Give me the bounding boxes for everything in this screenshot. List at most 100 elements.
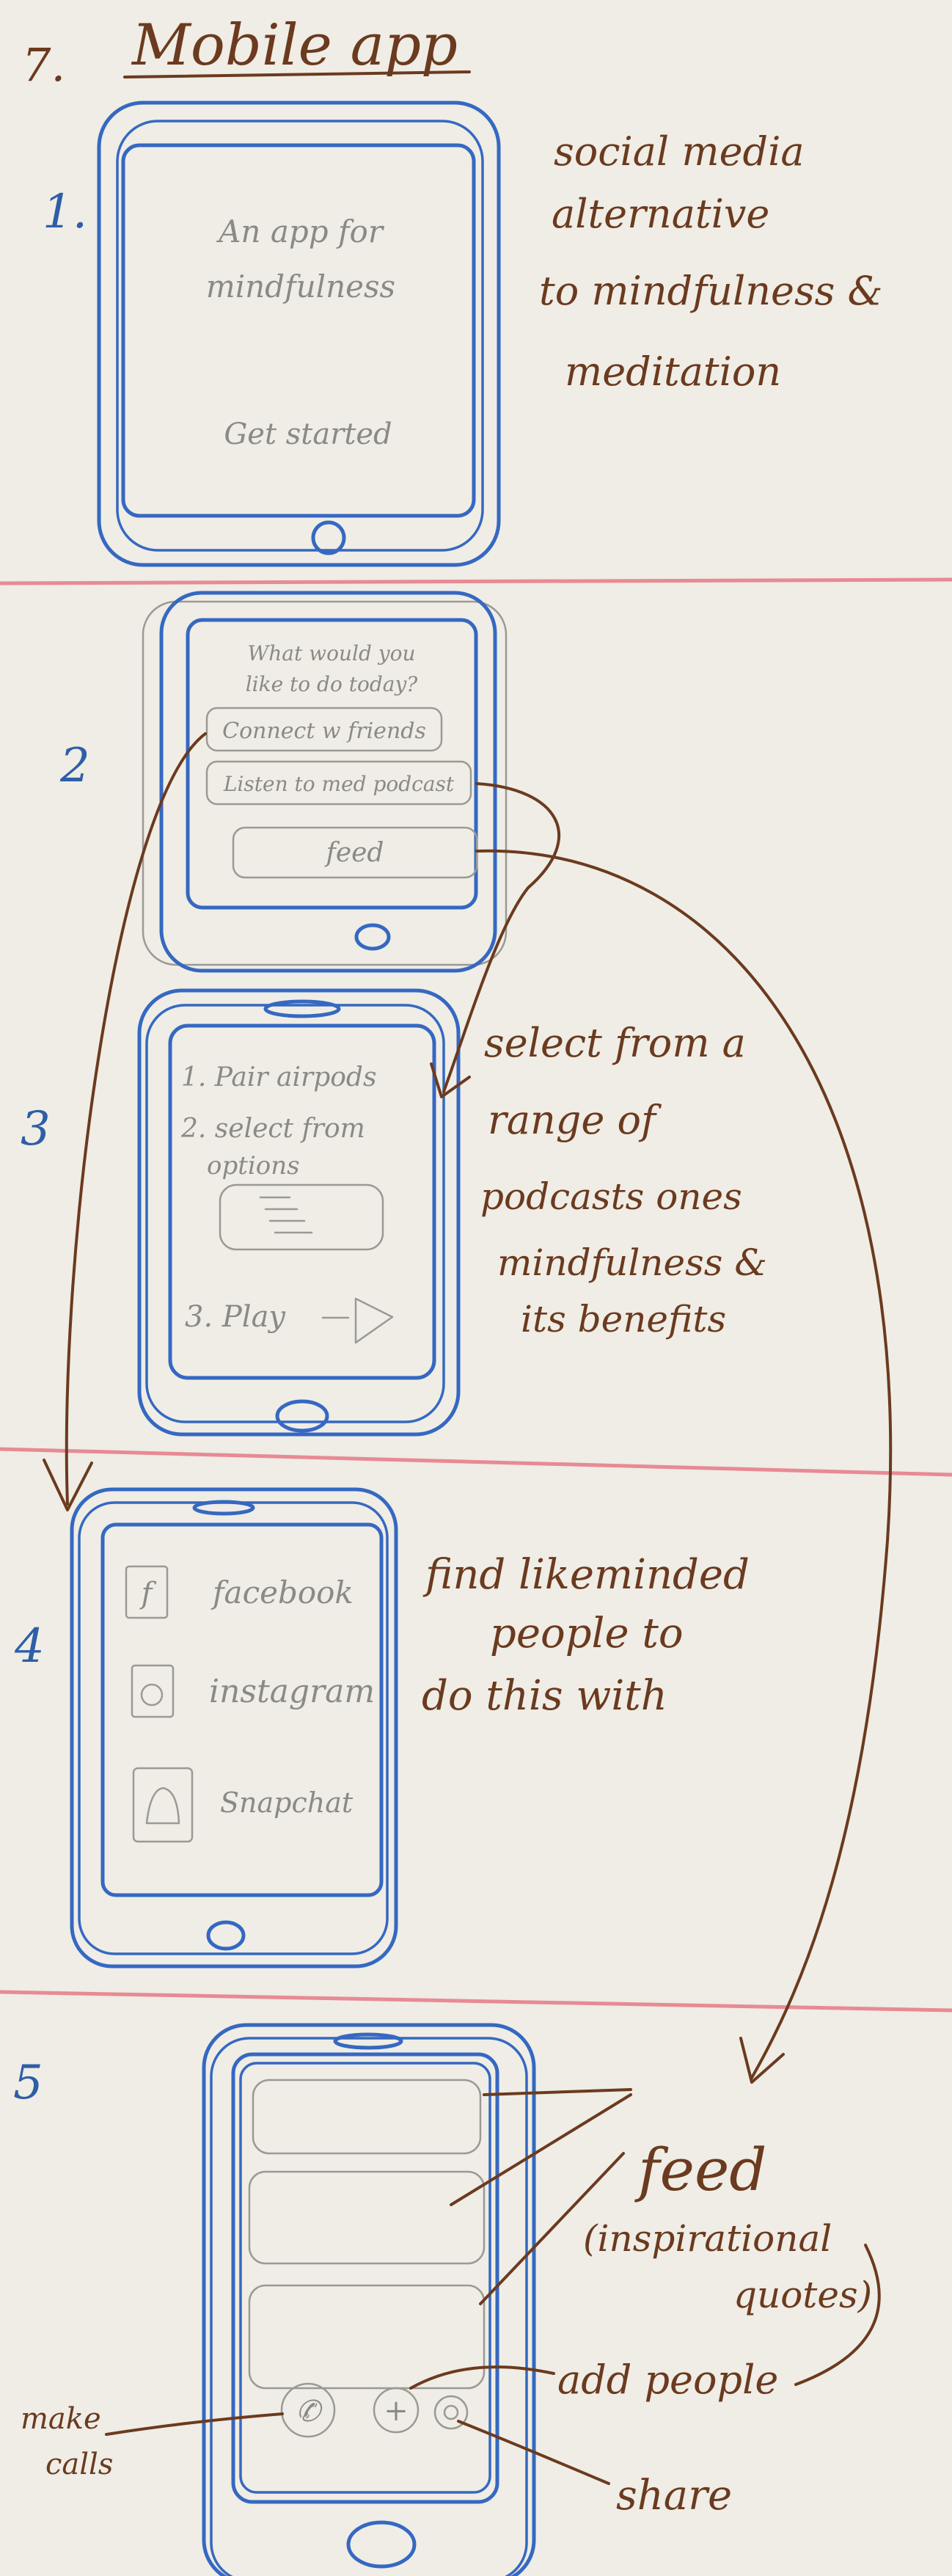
arrow-podcast-to-player [442,782,560,1093]
pointer-make-calls [105,2412,284,2436]
facebook-icon-glyph: f [139,1577,157,1610]
section-5-note: feed (inspirational quotes) add people s… [21,2136,872,2520]
phone-5: ✆ + [202,2023,536,2576]
feed-card-3[interactable] [248,2284,486,2390]
pointer-add-people [409,2365,555,2390]
feed-card-1[interactable] [252,2079,482,2155]
feed-label: feed [324,838,384,868]
arrow-podcast-to-player-head [430,1062,471,1098]
section-2: 2 What would you like to do today? Conne… [59,591,508,973]
podcast-options-card[interactable] [219,1183,384,1251]
phone-2-screen [186,618,478,910]
make-calls-note-line-1: make [21,2402,101,2436]
facebook-icon[interactable] [125,1565,169,1619]
feed-note-title: feed [634,2136,767,2204]
play-icon[interactable] [354,1297,394,1344]
section-2-number: 2 [59,739,90,793]
section-1-number: 1. [43,185,87,239]
snapchat-icon[interactable] [132,1767,194,1843]
instagram-label[interactable]: instagram [209,1673,375,1710]
feed-bracket [794,2244,881,2386]
feed-card-2[interactable] [248,2170,486,2265]
section-1-note: social media alternative to mindfulness … [539,128,883,395]
facebook-label[interactable]: facebook [210,1575,354,1610]
phone-2-prompt-line-1: What would you [247,641,415,665]
make-calls-note-line-2: calls [45,2448,113,2481]
section-3: 3 1. Pair airpods 2. select from options… [21,988,767,1437]
section-3-note: select from a range of podcasts ones min… [480,1020,767,1340]
section-3-note-line-2: range of [488,1097,662,1143]
step-2-label: 2. select from [180,1114,365,1144]
section-1: 1. An app for mindfulness Get started so… [43,101,883,567]
phone-1-home-button[interactable] [311,520,346,555]
phone-5-home-button[interactable] [346,2520,417,2569]
section-1-note-line-4: meditation [565,349,781,395]
phone-4-speaker [192,1500,255,1516]
step-1-label: 1. Pair airpods [181,1062,376,1092]
divider-2 [0,1447,952,1477]
phone-2: What would you like to do today? Connect… [142,591,508,973]
get-started-button[interactable]: Get started [224,417,392,451]
title-underline [123,70,471,79]
section-5: 5 ✆ + feed (inspirational quotes) add pe… [13,2023,881,2576]
call-button[interactable] [280,2382,336,2438]
section-4: 4 f facebook instagram Snapchat find lik… [14,1487,750,1969]
connect-friends-label: Connect w friends [222,718,426,744]
section-4-number: 4 [14,1619,45,1674]
feed-button[interactable] [232,826,478,879]
pointer-feed-card-1 [483,2088,632,2096]
add-people-button[interactable] [373,2387,420,2434]
section-1-note-line-1: social media [554,128,805,175]
section-5-number: 5 [13,2056,43,2110]
share-icon [443,2404,459,2420]
snapchat-label[interactable]: Snapchat [220,1787,354,1819]
instagram-icon[interactable] [131,1664,175,1718]
pointer-feed-card-3 [479,2152,625,2305]
phone-icon: ✆ [296,2395,323,2429]
phone-1-screen [121,143,476,518]
section-3-note-line-5: its benefits [521,1298,726,1340]
section-4-note-line-2: people to [490,1610,684,1657]
podcast-list-lines [259,1196,313,1234]
phone-3-screen [168,1024,436,1380]
share-button[interactable] [433,2395,469,2430]
section-4-note-line-3: do this with [422,1672,667,1720]
listen-podcast-button[interactable] [205,760,472,806]
title-text: Mobile app [131,12,458,79]
section-4-note: find likeminded people to do this with [422,1551,750,1720]
step-2-label-cont: options [207,1151,300,1181]
phone-3-home-button[interactable] [275,1399,329,1433]
section-3-number: 3 [21,1102,51,1156]
connect-friends-button[interactable] [205,707,443,752]
section-3-note-line-1: select from a [484,1020,746,1066]
feed-note-line-2: (inspirational [583,2217,832,2260]
phone-4-screen [100,1522,384,1897]
arrow-feed-to-feed-screen-head [739,2037,785,2084]
phone-2-prompt-line-2: like to do today? [246,672,419,696]
phone-3-body-outline [145,1004,445,1423]
phone-2-body [159,591,497,973]
feed-note-line-3: quotes) [733,2274,872,2316]
plus-icon: + [384,2394,409,2428]
listen-podcast-label: Listen to med podcast [223,772,455,796]
section-4-note-line-1: find likeminded [422,1551,750,1599]
divider-1 [0,577,952,585]
phone-4: f facebook instagram Snapchat [70,1487,398,1969]
phone-1: An app for mindfulness Get started [97,101,501,567]
phone-5-screen-outline [239,2062,491,2494]
phone-5-speaker [333,2032,403,2050]
pointer-share [457,2420,610,2485]
phone-3-body [137,988,461,1437]
section-5-pointers [105,2088,881,2485]
phone-1-body-outline [116,120,484,552]
add-people-note: add people [557,2357,778,2403]
share-note: share [616,2472,732,2520]
arrow-feed-to-feed-screen [475,849,893,2079]
pointer-feed-card-2 [450,2093,632,2206]
phone-1-headline-line-2: mindfulness [206,269,395,304]
phone-2-home-button[interactable] [354,923,391,951]
phone-4-home-button[interactable] [206,1920,246,1951]
phone-3-speaker [263,999,341,1018]
phone-5-screen [231,2052,499,2504]
